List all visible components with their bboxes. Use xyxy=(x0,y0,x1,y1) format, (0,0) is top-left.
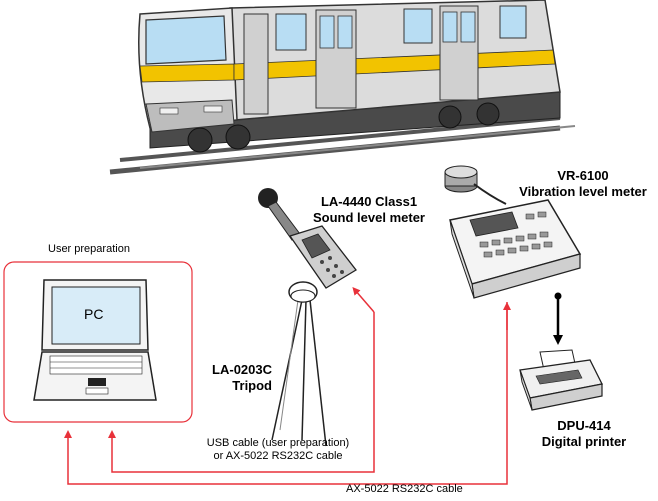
user-preparation-label: User preparation xyxy=(48,243,130,255)
digital-printer-illustration xyxy=(519,349,603,411)
vibration-meter-label: VR-6100 Vibration level meter xyxy=(508,168,658,200)
vibration-pickup-illustration xyxy=(444,165,507,205)
tripod-model: LA-0203C xyxy=(212,362,272,377)
rs232c-cable-label: AX-5022 RS232C cable xyxy=(346,483,463,495)
rs232c-cable-line xyxy=(64,302,508,485)
printer-model: DPU-414 xyxy=(557,418,611,433)
vibration-meter-illustration xyxy=(449,199,582,299)
usb-cable-arrow-meter xyxy=(352,286,375,313)
sound-meter-type: Sound level meter xyxy=(313,210,425,225)
sound-meter-model: LA-4440 Class1 xyxy=(320,194,418,209)
sound-level-meter-illustration xyxy=(258,188,357,289)
usb-cable-label-line2: or AX-5022 RS232C cable xyxy=(213,450,343,462)
user-preparation-frame xyxy=(3,261,193,423)
vibration-meter-type: Vibration level meter xyxy=(519,184,647,199)
pc-label: PC xyxy=(84,306,104,322)
vibration-meter-model: VR-6100 xyxy=(557,168,609,183)
tripod-label: LA-0203C Tripod xyxy=(196,362,272,394)
train-illustration xyxy=(109,0,576,175)
printer-label: DPU-414 Digital printer xyxy=(524,418,644,450)
usb-cable-label: USB cable (user preparation) or AX-5022 … xyxy=(190,437,366,463)
pc-laptop-illustration xyxy=(33,279,157,401)
usb-cable-label-line1: USB cable (user preparation) xyxy=(206,437,350,449)
tripod-type: Tripod xyxy=(232,378,272,393)
tripod-illustration xyxy=(271,281,327,447)
usb-cable-line xyxy=(108,312,375,473)
printer-type: Digital printer xyxy=(541,434,627,449)
sound-meter-label: LA-4440 Class1 Sound level meter xyxy=(304,194,434,226)
